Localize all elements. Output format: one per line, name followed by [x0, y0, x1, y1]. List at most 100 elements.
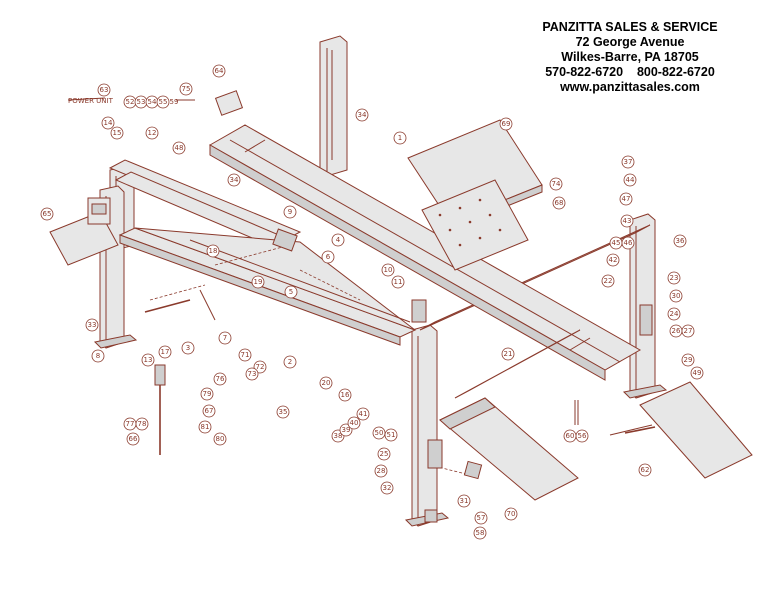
callout-53-label: 53 — [137, 98, 146, 106]
callout-55-label: 55 — [159, 98, 168, 106]
callout-56: 56 — [575, 429, 589, 443]
callout-4-label: 4 — [336, 236, 341, 244]
callout-60-label: 60 — [566, 432, 575, 440]
callout-80-label: 80 — [216, 435, 225, 443]
callout-43-label: 43 — [623, 217, 632, 225]
callout-6: 6 — [321, 250, 335, 264]
callout-73-label: 73 — [248, 370, 257, 378]
callout-18-label: 18 — [209, 247, 218, 255]
callout-50-label: 50 — [375, 429, 384, 437]
callout-62-label: 62 — [641, 466, 650, 474]
callout-9-label: 9 — [288, 208, 292, 216]
callouts: 1 2 3 4 5 6 7 8 9 10 11 12 13 14 15 16 1… — [40, 64, 704, 540]
callout-71: 71 — [238, 348, 252, 362]
website: www.panzittasales.com — [560, 80, 700, 94]
callout-26: 26 — [669, 324, 683, 338]
callout-22-label: 22 — [604, 277, 613, 285]
callout-31: 31 — [457, 494, 471, 508]
callout-76: 76 — [213, 372, 227, 386]
callout-29: 29 — [681, 353, 695, 367]
callout-30-label: 30 — [672, 292, 681, 300]
callout-21: 21 — [501, 347, 515, 361]
callout-65: 65 — [40, 207, 54, 221]
callout-56-label: 56 — [578, 432, 587, 440]
callout-68-label: 68 — [555, 199, 564, 207]
lift-drawing — [49, 35, 753, 527]
callout-59: 59 — [170, 98, 179, 106]
callout-63: 63 — [97, 83, 111, 97]
callout-46: 46 — [621, 236, 635, 250]
callout-39-label: 39 — [342, 426, 351, 434]
callout-70: 70 — [504, 507, 518, 521]
callout-46-label: 46 — [624, 239, 633, 247]
callout-54: 54 — [145, 95, 159, 109]
callout-1: 1 — [393, 131, 407, 145]
svg-text:34: 34 — [230, 176, 239, 184]
callout-13: 13 — [141, 353, 155, 367]
callout-11: 11 — [391, 275, 405, 289]
callout-44: 44 — [623, 173, 637, 187]
phone-numbers: 570-822-6720 800-822-6720 — [545, 65, 715, 79]
callout-23: 23 — [667, 271, 681, 285]
callout-40-label: 40 — [350, 419, 359, 427]
callout-57-label: 57 — [477, 514, 486, 522]
callout-58: 58 — [473, 526, 487, 540]
callout-59-label: 59 — [170, 98, 179, 106]
callout-29-label: 29 — [684, 356, 693, 364]
callout-55: 55 — [156, 95, 170, 109]
callout-1-label: 1 — [398, 134, 402, 142]
callout-31-label: 31 — [460, 497, 469, 505]
callout-67-label: 67 — [205, 407, 214, 415]
callout-25-label: 25 — [380, 450, 389, 458]
rear-center-post — [319, 35, 348, 177]
callout-78-label: 78 — [138, 420, 147, 428]
callout-27-label: 27 — [684, 327, 693, 335]
callout-10-label: 10 — [384, 266, 393, 274]
callout-77-label: 77 — [126, 420, 135, 428]
callout-7-label: 7 — [223, 334, 227, 342]
callout-79: 79 — [200, 387, 214, 401]
callout-66-label: 66 — [129, 435, 138, 443]
callout-36: 36 — [673, 234, 687, 248]
callout-69-label: 69 — [502, 120, 511, 128]
callout-34-marker: 34 — [355, 108, 369, 122]
callout-33-label: 33 — [88, 321, 97, 329]
callout-36-label: 36 — [676, 237, 685, 245]
callout-72-label: 72 — [256, 363, 265, 371]
callout-64-label: 64 — [215, 67, 224, 75]
callout-6-label: 6 — [326, 253, 331, 261]
callout-27: 27 — [681, 324, 695, 338]
callout-41: 41 — [356, 407, 370, 421]
callout-48: 48 — [172, 141, 186, 155]
callout-58-label: 58 — [476, 529, 485, 537]
callout-7: 7 — [218, 331, 232, 345]
callout-42: 42 — [606, 253, 620, 267]
callout-49: 49 — [690, 366, 704, 380]
callout-21-label: 21 — [504, 350, 513, 358]
callout-70-label: 70 — [507, 510, 516, 518]
callout-26-label: 26 — [672, 327, 681, 335]
callout-32-label: 32 — [383, 484, 392, 492]
right-front-post — [411, 324, 438, 527]
callout-37: 37 — [621, 155, 635, 169]
company-name: PANZITTA SALES & SERVICE — [542, 20, 718, 34]
cover-plate — [214, 90, 244, 116]
callout-2-label: 2 — [288, 358, 292, 366]
svg-text:34: 34 — [358, 111, 367, 119]
callout-37-label: 37 — [624, 158, 633, 166]
power-unit-label: POWER UNIT — [68, 97, 114, 105]
callout-75-label: 75 — [182, 85, 191, 93]
callout-71-label: 71 — [241, 351, 250, 359]
callout-68: 68 — [552, 196, 566, 210]
callout-12-label: 12 — [148, 129, 157, 137]
callout-42-label: 42 — [609, 256, 618, 264]
callout-8: 8 — [91, 349, 105, 363]
callout-17: 17 — [158, 345, 172, 359]
callout-38-label: 38 — [334, 432, 343, 440]
callout-24: 24 — [667, 307, 681, 321]
callout-66: 66 — [126, 432, 140, 446]
callout-35-label: 35 — [279, 408, 288, 416]
callout-16-label: 16 — [341, 391, 350, 399]
callout-45: 45 — [609, 236, 623, 250]
callout-51: 51 — [384, 428, 398, 442]
